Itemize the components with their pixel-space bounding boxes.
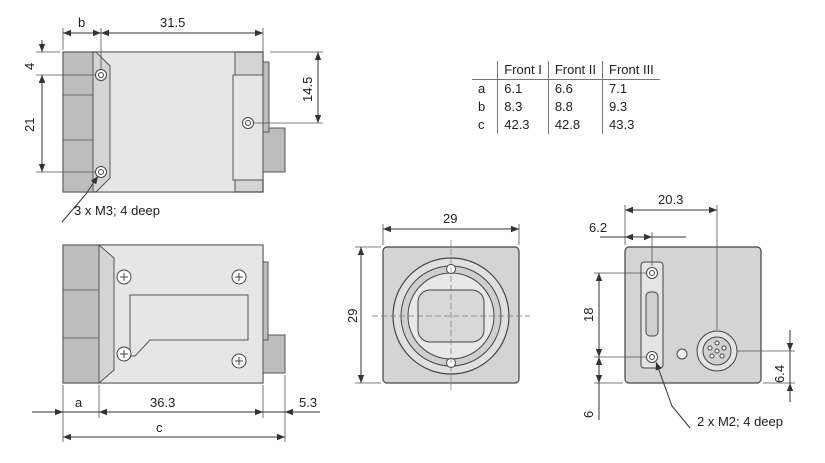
table-row: b 8.3 8.8 9.3 — [472, 98, 660, 116]
table-cell: a — [478, 81, 486, 96]
table-cell: c — [478, 117, 485, 132]
top-view-rear-connector — [262, 127, 286, 173]
side-view-rear-connector — [262, 334, 286, 374]
dim-a-label: a — [75, 395, 83, 410]
mount-hole-icon — [95, 69, 107, 81]
rear-hole-icon — [646, 351, 658, 363]
dim-4-label: 4 — [22, 63, 37, 70]
table-header-cell: Front II — [547, 61, 603, 80]
front-variant-table: Front I Front II Front III a 6.1 6.6 7.1… — [472, 61, 660, 134]
side-view-rear-lip — [262, 261, 269, 341]
dim-31-5-label: 31.5 — [160, 15, 185, 30]
table-header-cell — [472, 61, 498, 80]
screw-icon — [231, 353, 247, 369]
dim-5-3-label: 5.3 — [299, 395, 317, 410]
table-cell: 7.1 — [601, 79, 660, 98]
table-header-cell: Front III — [601, 61, 660, 80]
dim-front-29-w-label: 29 — [443, 211, 457, 226]
rear-hole-icon — [646, 267, 658, 279]
dim-front-29-h-label: 29 — [345, 309, 360, 323]
dim-36-3-label: 36.3 — [150, 395, 175, 410]
dim-c-label: c — [156, 420, 163, 435]
m3-leader-line — [61, 175, 99, 223]
top-view-rear-lip — [262, 61, 270, 133]
table-cell: b — [478, 99, 486, 114]
dim-21-label: 21 — [22, 118, 37, 132]
table-cell: 8.8 — [547, 98, 603, 116]
m2-leader-line — [655, 361, 691, 429]
dim-20-3-label: 20.3 — [658, 192, 683, 207]
dim-6-2-label: 6.2 — [589, 220, 607, 235]
dim-6-4-label: 6.4 — [772, 365, 787, 383]
table-cell: 42.8 — [547, 116, 603, 134]
table-cell: 43.3 — [601, 116, 660, 134]
dim-6-label: 6 — [581, 411, 596, 418]
side-view: a 36.3 5.3 c — [32, 244, 320, 442]
top-view-front-block — [62, 51, 94, 193]
round-connector-icon — [696, 330, 738, 372]
table-row: c 42.3 42.8 43.3 — [472, 116, 660, 134]
screw-icon — [231, 269, 247, 285]
screw-icon — [116, 346, 132, 362]
screw-icon — [116, 269, 132, 285]
table-cell: 42.3 — [497, 116, 549, 134]
dim-14-5-label: 14.5 — [300, 77, 315, 102]
table-header-row: Front I Front II Front III — [472, 61, 660, 80]
m2-callout-label: 2 x M2; 4 deep — [697, 414, 783, 429]
mount-hole-icon — [242, 117, 254, 129]
table-header-cell: Front I — [497, 61, 549, 80]
m3-callout-label: 3 x M3; 4 deep — [74, 203, 160, 218]
side-view-front-block — [62, 244, 100, 384]
dim-b-label: b — [78, 15, 85, 30]
mount-hole-icon — [95, 166, 107, 178]
top-view-back-panel — [94, 51, 236, 193]
table-cell: 9.3 — [601, 98, 660, 116]
top-view: b 31.5 4 21 14.5 3 x M3; 4 deep — [22, 15, 323, 223]
table-row: a 6.1 6.6 7.1 — [472, 79, 660, 98]
rear-view: 20.3 6.2 18 6 6.4 2 x M2; 4 deep — [581, 192, 795, 429]
led-icon — [676, 348, 688, 360]
table-cell: 8.3 — [497, 98, 549, 116]
table-cell: 6.6 — [547, 79, 603, 98]
front-view: 29 29 — [345, 211, 530, 392]
rear-connector-slot — [645, 291, 659, 337]
table-cell: 6.1 — [497, 79, 549, 98]
dim-18-label: 18 — [581, 308, 596, 322]
